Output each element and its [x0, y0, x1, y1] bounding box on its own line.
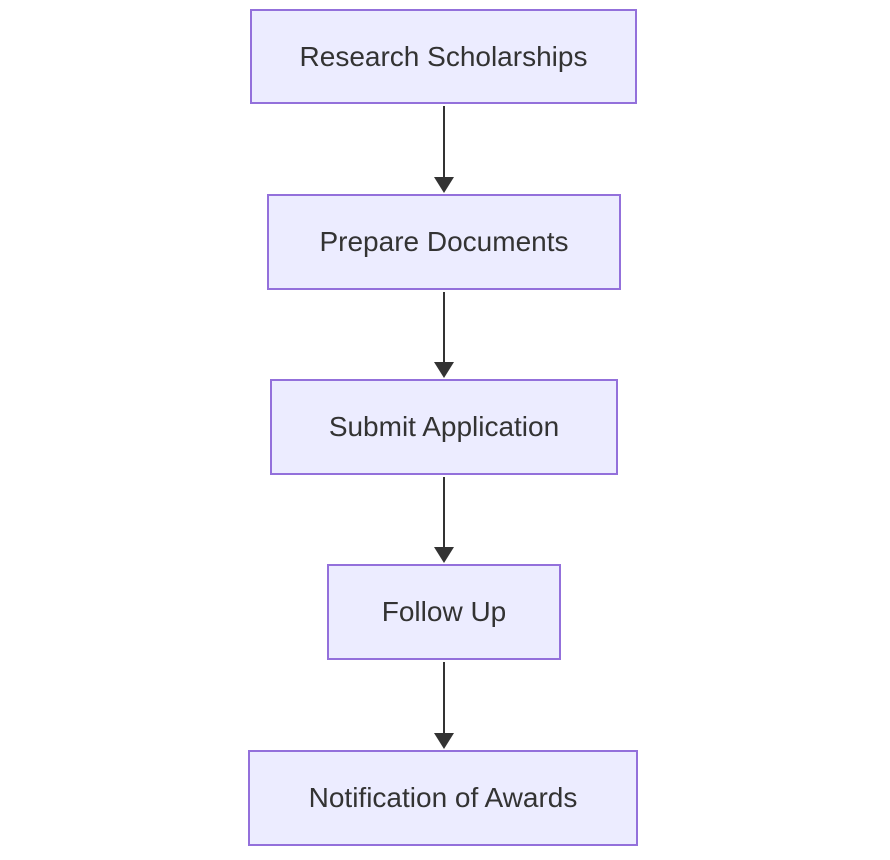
- flow-arrow-followup-to-notify: [433, 662, 455, 749]
- flowchart-node-submit-application: Submit Application: [270, 379, 618, 475]
- node-label: Prepare Documents: [319, 226, 569, 258]
- arrow-head-icon: [434, 177, 454, 193]
- arrow-head-icon: [434, 547, 454, 563]
- arrow-line: [443, 477, 445, 547]
- node-label: Follow Up: [381, 596, 507, 628]
- arrow-head-icon: [434, 362, 454, 378]
- arrow-line: [443, 292, 445, 362]
- flow-arrow-submit-to-followup: [433, 477, 455, 563]
- flow-arrow-prepare-to-submit: [433, 292, 455, 378]
- flowchart-node-notification-of-awards: Notification of Awards: [248, 750, 638, 846]
- flowchart-node-follow-up: Follow Up: [327, 564, 561, 660]
- arrow-line: [443, 662, 445, 733]
- arrow-head-icon: [434, 733, 454, 749]
- node-label: Submit Application: [328, 411, 560, 443]
- arrow-line: [443, 106, 445, 177]
- flowchart-node-research-scholarships: Research Scholarships: [250, 9, 637, 104]
- flow-arrow-research-to-prepare: [433, 106, 455, 193]
- node-label: Research Scholarships: [299, 40, 588, 72]
- node-label: Notification of Awards: [308, 782, 578, 814]
- flowchart-node-prepare-documents: Prepare Documents: [267, 194, 621, 290]
